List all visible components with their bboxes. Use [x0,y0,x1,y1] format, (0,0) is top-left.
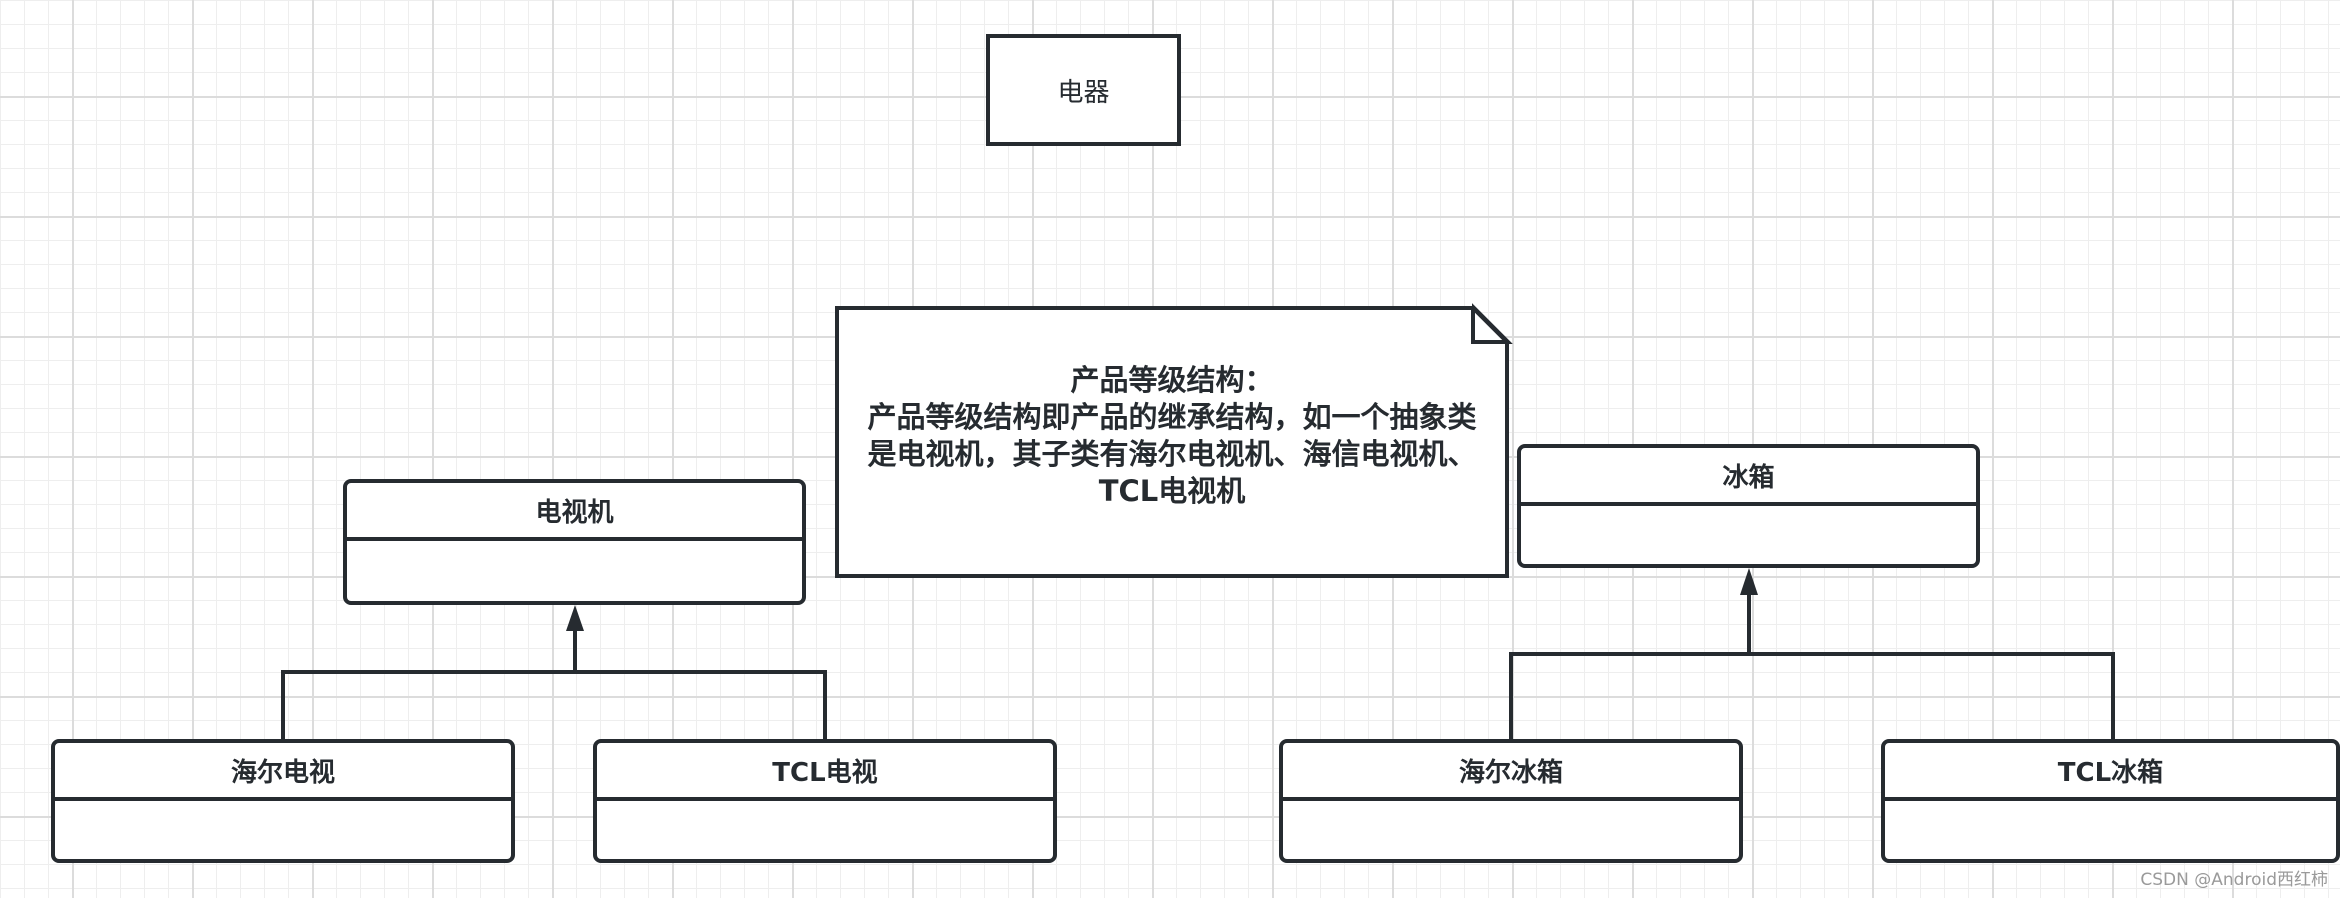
class-tv-body [347,541,802,601]
class-tcl-fridge[interactable]: TCL冰箱 [1881,739,2340,863]
class-tcl-tv-name: TCL电视 [597,743,1053,801]
class-haier-fridge-body [1283,801,1739,859]
appliance-box[interactable]: 电器 [986,34,1181,146]
fridge-inheritance-arrowhead [1740,568,1758,595]
class-tv[interactable]: 电视机 [343,479,806,605]
class-haier-fridge-name: 海尔冰箱 [1283,743,1739,801]
class-haier-tv[interactable]: 海尔电视 [51,739,515,863]
note-text: 产品等级结构： 产品等级结构即产品的继承结构，如一个抽象类 是电视机，其子类有海… [847,362,1497,510]
product-hierarchy-note[interactable]: 产品等级结构： 产品等级结构即产品的继承结构，如一个抽象类 是电视机，其子类有海… [835,306,1509,578]
class-haier-tv-body [55,801,511,859]
class-fridge-name: 冰箱 [1521,448,1976,506]
class-haier-tv-name: 海尔电视 [55,743,511,801]
appliance-box-label: 电器 [1057,77,1110,108]
watermark: CSDN @Android西红柿 [2140,870,2328,890]
tv-inheritance-arrowhead [566,605,584,631]
note-line-title: 产品等级结构： [1070,363,1274,397]
class-tv-name: 电视机 [347,483,802,541]
note-line-3: TCL电视机 [1098,474,1246,508]
tv-inheritance-connector [281,670,827,739]
class-haier-fridge[interactable]: 海尔冰箱 [1279,739,1743,863]
class-fridge-body [1521,506,1976,564]
fridge-inheritance-connector [1509,652,2115,739]
class-tcl-tv[interactable]: TCL电视 [593,739,1057,863]
class-tcl-tv-body [597,801,1053,859]
note-line-1: 产品等级结构即产品的继承结构，如一个抽象类 [867,400,1477,434]
class-tcl-fridge-body [1885,801,2336,859]
class-tcl-fridge-name: TCL冰箱 [1885,743,2336,801]
class-fridge[interactable]: 冰箱 [1517,444,1980,568]
note-outline [835,306,1509,578]
note-line-2: 是电视机，其子类有海尔电视机、海信电视机、 [867,437,1477,471]
